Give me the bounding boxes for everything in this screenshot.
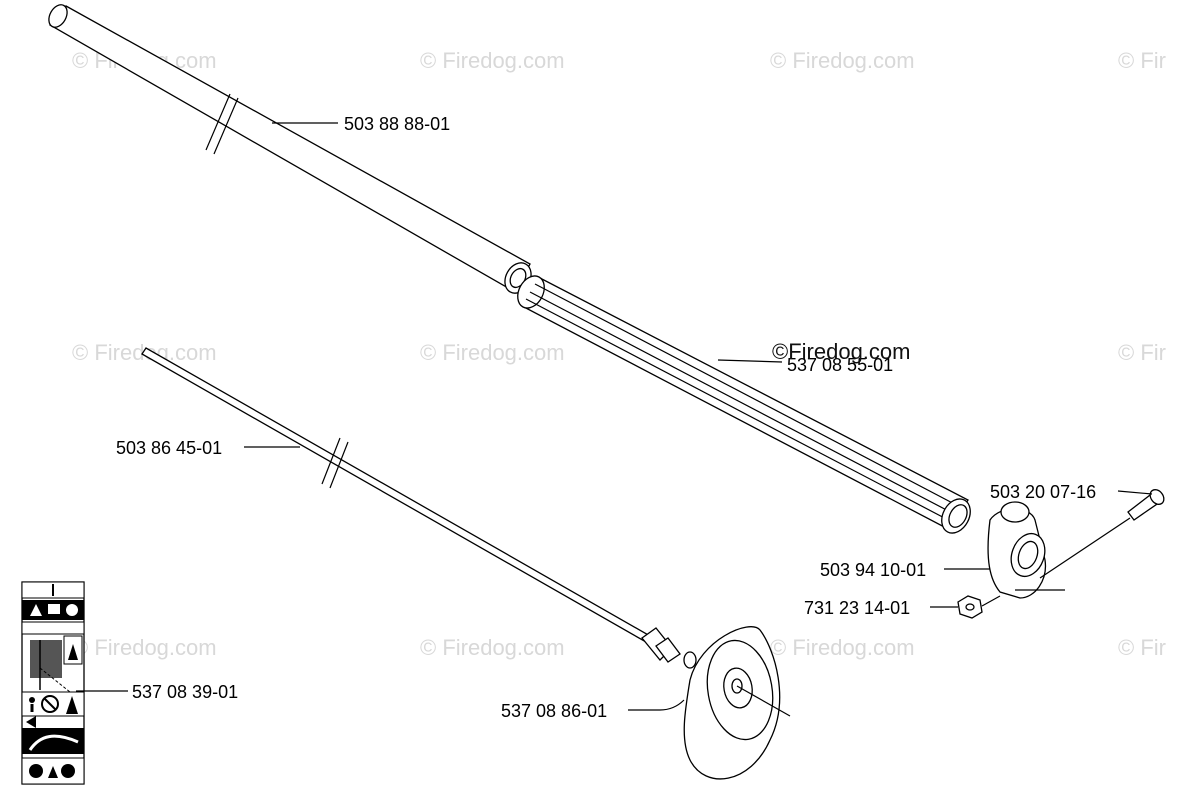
- tube-drawing: [48, 4, 532, 294]
- decal-drawing: [21, 581, 85, 785]
- watermark: © Firedog.com: [420, 340, 565, 365]
- part-label-tube: 503 88 88-01: [344, 114, 450, 134]
- nut-drawing: [957, 595, 1001, 619]
- part-label-guard: 537 08 86-01: [501, 701, 607, 721]
- watermark: © Fir: [1118, 340, 1166, 365]
- part-label-drive-shaft: 503 86 45-01: [116, 438, 222, 458]
- watermark: © Fir: [1118, 635, 1166, 660]
- watermark: © Firedog.com: [420, 635, 565, 660]
- drive-shaft-drawing: [141, 347, 697, 669]
- clamp-drawing: [987, 501, 1065, 599]
- part-label-nut: 731 23 14-01: [804, 598, 910, 618]
- watermark: © Firedog.com: [770, 48, 915, 73]
- guard-drawing: [683, 626, 791, 780]
- watermark: © Firedog.com: [420, 48, 565, 73]
- part-label-screw: 503 20 07-16: [990, 482, 1096, 502]
- watermark: © Firedog.com: [72, 635, 217, 660]
- watermark: © Fir: [1118, 48, 1166, 73]
- watermark-overlay: ©Firedog.com: [772, 339, 910, 364]
- screw-drawing: [1039, 489, 1165, 579]
- part-labels: 503 88 88-01 537 08 55-01 503 86 45-01 5…: [116, 114, 1096, 721]
- part-label-sleeve: 537 08 55-01: [787, 355, 893, 375]
- sleeve-drawing: [517, 275, 971, 534]
- leader-lines: [76, 122, 1153, 711]
- part-label-clamp: 503 94 10-01: [820, 560, 926, 580]
- watermark: © Firedog.com: [770, 635, 915, 660]
- part-label-decal: 537 08 39-01: [132, 682, 238, 702]
